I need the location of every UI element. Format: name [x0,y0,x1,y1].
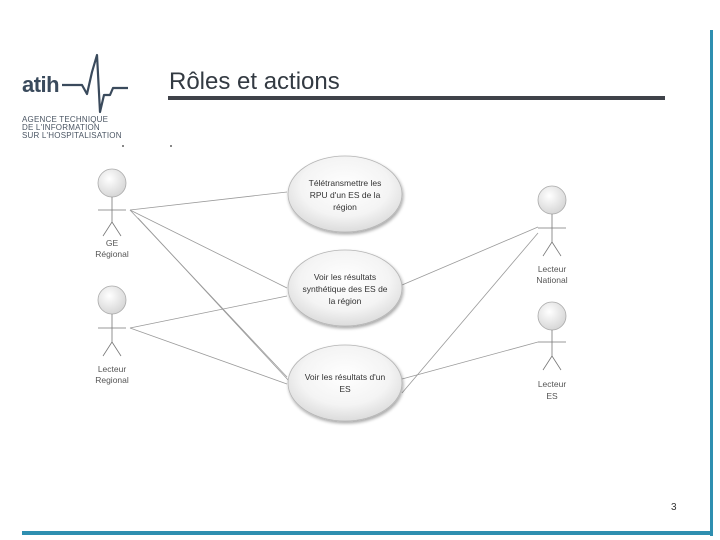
use-case-label: Voir les résultats d'un [305,372,386,382]
marker-dot [170,145,172,147]
actor-label: Lecteur [98,364,127,374]
logo-subtitle: AGENCE TECHNIQUE DE L'INFORMATION SUR L'… [22,116,122,140]
logo-subtitle-line: DE L'INFORMATION [22,123,100,132]
actor-lecteur-es: Lecteur ES [537,301,567,401]
use-case-label: Télétransmettre les [309,178,382,188]
atih-logo: atih AGENCE TECHNIQUE DE L'INFORMATION S… [20,50,132,145]
actor-label: Lecteur [538,264,567,274]
association-line [129,295,288,329]
frame-border-right [710,30,713,536]
use-case-label: la région [329,296,362,306]
use-case-teletransmettre: Télétransmettre les RPU d'un ES de la ré… [287,155,403,233]
association-line [401,232,539,394]
actor-label: Régional [95,249,129,259]
marker-dot [122,145,124,147]
use-case-voir-es: Voir les résultats d'un ES [287,344,403,422]
actor-label: ES [546,391,558,401]
association-line [129,327,288,385]
use-case-voir-synthetique: Voir les résultats synthétique des ES de… [287,249,403,327]
association-line [401,341,539,380]
actor-label: National [536,275,567,285]
association-line [137,217,291,383]
actor-label: GE [106,238,119,248]
logo-wordmark: atih [22,72,60,97]
use-case-label: ES [339,384,351,394]
heartbeat-icon [62,53,128,114]
frame-border-bottom [22,531,713,535]
logo-subtitle-line: SUR L'HOSPITALISATION [22,131,122,140]
use-case-label: région [333,202,357,212]
actor-label: Lecteur [538,379,567,389]
association-line [129,191,288,211]
logo-subtitle-line: AGENCE TECHNIQUE [22,115,109,124]
association-line [401,226,539,286]
association-line [129,209,288,289]
use-case-label: synthétique des ES de [302,284,387,294]
actor-label: Regional [95,375,129,385]
association-lines [129,191,539,394]
page-number: 3 [671,502,677,513]
use-case-label: RPU d'un ES de la [310,190,381,200]
actor-ge-regional: GE Régional [95,168,129,259]
slide-title: Rôles et actions [169,68,340,95]
actor-lecteur-regional: Lecteur Regional [95,285,129,385]
use-case-label: Voir les résultats [314,272,376,282]
actor-lecteur-national: Lecteur National [536,185,568,285]
title-underline [168,96,665,100]
